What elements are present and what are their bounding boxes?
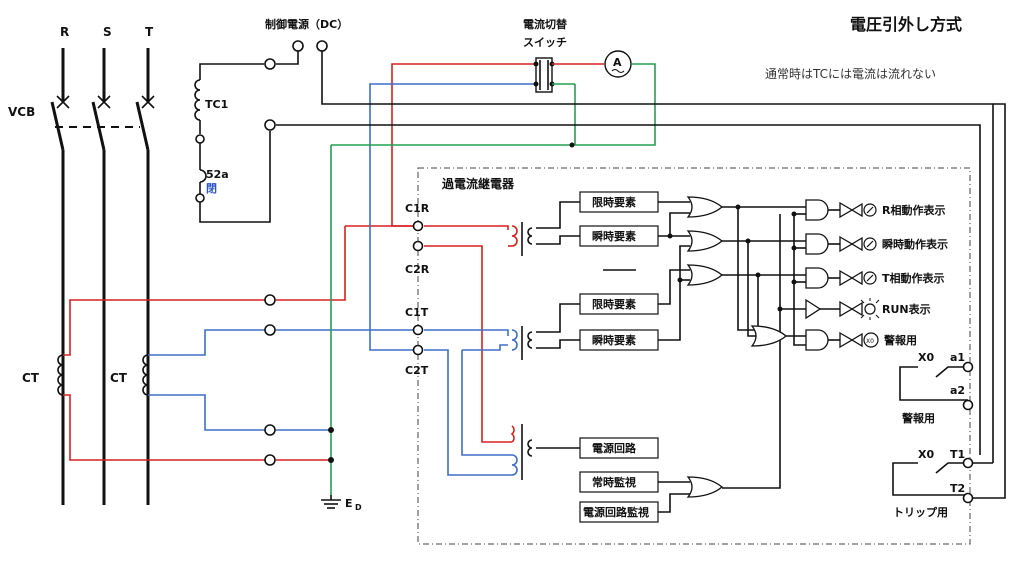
- terminal-t2: T2: [950, 482, 965, 495]
- alarm-relay-coil-label: X0: [866, 338, 874, 345]
- phase-label-s: S: [103, 25, 112, 39]
- phase-label-r: R: [60, 25, 69, 39]
- element-power-circuit: 電源回路: [592, 441, 637, 455]
- terminal-a2: a2: [950, 384, 965, 397]
- terminal-c1t: C1T: [405, 306, 429, 319]
- phase-label-t: T: [145, 25, 154, 39]
- ammeter-icon: [604, 50, 632, 78]
- aux-contact-label: 52a: [206, 168, 229, 181]
- relay-input-transformers: [508, 222, 533, 480]
- relay-element-boxes: [579, 191, 659, 523]
- relay-junction-dots: [569, 142, 797, 312]
- buffers: [805, 201, 854, 349]
- ct-terminals: [264, 294, 334, 466]
- indicator-lamp-icons: [850, 202, 880, 348]
- ground-return-wiring: [330, 63, 656, 495]
- element-time-r: 限時要素: [592, 195, 636, 209]
- relay-input-terminals: [412, 220, 424, 356]
- element-instant-r: 瞬時要素: [592, 229, 636, 243]
- trip-coil-label: TC1: [205, 98, 228, 111]
- r-phase-wiring: [63, 63, 536, 461]
- terminal-c2r: C2R: [405, 263, 430, 276]
- terminal-t1: T1: [950, 448, 965, 461]
- vcb-label: VCB: [8, 105, 35, 119]
- or-gates: [686, 196, 788, 498]
- element-constant-monitor: 常時監視: [592, 475, 636, 489]
- relay-title: 過電流継電器: [441, 176, 515, 191]
- indicator-r-phase: R相動作表示: [882, 203, 945, 217]
- ct-coils: [57, 354, 149, 396]
- main-bus-lines: [50, 48, 155, 505]
- diagram-note: 通常時はTCには電流は流れない: [765, 67, 936, 81]
- switch-label-2: スイッチ: [523, 36, 567, 49]
- dc-power-circuit: [194, 40, 994, 463]
- terminal-c1r: C1R: [405, 202, 430, 215]
- relay-enclosure: [417, 167, 971, 545]
- indicator-instant: 瞬時動作表示: [882, 237, 948, 251]
- ct-label-r: CT: [22, 371, 40, 385]
- element-power-monitor: 電源回路監視: [583, 505, 649, 519]
- ground-label: E: [345, 497, 353, 510]
- diagram-title: 電圧引外し方式: [850, 15, 962, 34]
- trip-contact-x0: X0: [918, 448, 934, 461]
- ground-icon: [321, 495, 341, 509]
- element-time-t: 限時要素: [592, 297, 636, 311]
- indicator-t-phase: T相動作表示: [882, 271, 945, 285]
- t-phase-wiring: [148, 83, 536, 476]
- relay-internal-wiring: [536, 201, 840, 513]
- indicator-run: RUN表示: [882, 302, 931, 316]
- trip-contact: [892, 103, 1006, 504]
- current-selector-switch: [533, 57, 604, 93]
- indicator-alarm: 警報用: [883, 333, 917, 347]
- trip-caption: トリップ用: [893, 505, 948, 519]
- dc-power-label: 制御電源（DC）: [265, 17, 348, 31]
- and-gates: [805, 199, 829, 351]
- alarm-contact: [899, 361, 974, 411]
- aux-contact-state: 閉: [206, 182, 217, 195]
- alarm-caption: 警報用: [901, 411, 935, 425]
- ammeter-symbol: A: [613, 56, 622, 69]
- terminal-a1: a1: [950, 351, 965, 364]
- ct-label-t: CT: [110, 371, 128, 385]
- alarm-contact-x0: X0: [918, 351, 934, 364]
- element-instant-t: 瞬時要素: [592, 333, 636, 347]
- ground-subscript: D: [355, 503, 362, 512]
- switch-label-1: 電流切替: [523, 17, 568, 31]
- terminal-c2t: C2T: [405, 364, 429, 377]
